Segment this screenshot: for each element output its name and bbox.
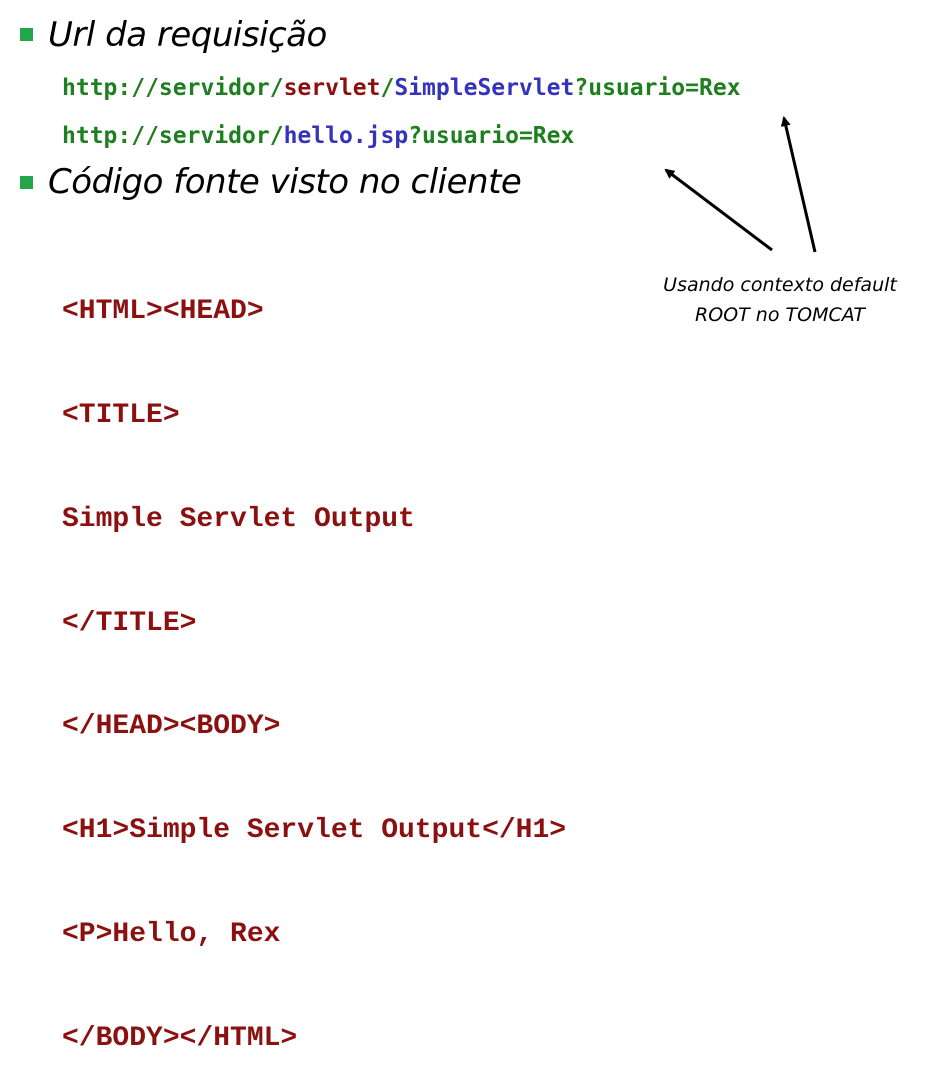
- bullet-square-icon: [20, 176, 33, 189]
- arrow-to-servlet-icon: [780, 116, 817, 253]
- url-servlet-seg-3: SimpleServlet: [394, 75, 575, 101]
- url-jsp-seg-2: ?usuario=Rex: [408, 123, 575, 149]
- url-servlet: http://servidor/servlet/SimpleServlet?us…: [62, 75, 741, 101]
- url-servlet-seg-1: servlet: [283, 75, 381, 101]
- annotation-arrows: [664, 116, 817, 253]
- code-line: </HEAD><BODY>: [62, 711, 281, 743]
- url-servlet-seg-0: http://servidor/: [62, 75, 284, 101]
- url-jsp-seg-0: http://servidor/: [62, 123, 284, 149]
- code-line: Simple Servlet Output: [62, 503, 415, 535]
- url-servlet-seg-2: /: [380, 75, 395, 101]
- code-line: <H1>Simple Servlet Output</H1>: [62, 815, 567, 847]
- code-line: <TITLE>: [62, 399, 180, 431]
- url-jsp: http://servidor/hello.jsp?usuario=Rex: [62, 123, 574, 149]
- annotation-line-1: Usando contexto default: [663, 274, 897, 296]
- code-line: <P>Hello, Rex: [62, 918, 281, 950]
- heading-codigo-fonte: Código fonte visto no cliente: [48, 162, 522, 202]
- url-servlet-seg-4: ?usuario=Rex: [574, 75, 741, 101]
- url-jsp-seg-1: hello.jsp: [283, 123, 409, 149]
- heading-url-requisicao: Url da requisição: [48, 15, 327, 55]
- annotation-line-2: ROOT no TOMCAT: [695, 304, 865, 326]
- code-line: </BODY></HTML>: [62, 1022, 298, 1054]
- annotation-note: Usando contexto default ROOT no TOMCAT: [640, 270, 920, 330]
- code-line: </TITLE>: [62, 607, 197, 639]
- arrow-to-jsp-icon: [664, 168, 773, 252]
- code-line: <HTML><HEAD>: [62, 296, 264, 328]
- bullet-square-icon: [20, 28, 33, 41]
